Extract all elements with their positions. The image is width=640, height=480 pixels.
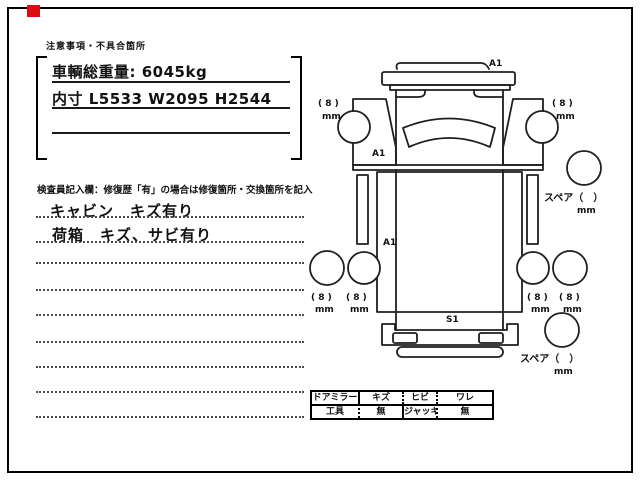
red-stamp (27, 5, 40, 17)
ruled-line (36, 416, 304, 418)
cab-floor (352, 164, 544, 171)
notes-box (36, 56, 302, 160)
spare-bottom-unit: mm (554, 367, 573, 377)
tread-rear-left-inner-unit: mm (350, 305, 369, 315)
ruled-line (36, 391, 304, 393)
inspector-caption: 検査員記入欄：修復歴「有」の場合は修復箇所・交換箇所を記入 (37, 185, 313, 196)
table-cell-door-mirror: ドアミラー (312, 393, 358, 403)
inner-dimensions-field: 内寸 L5533 W2095 H2544 (52, 90, 272, 108)
windshield-band (402, 117, 496, 148)
rear-lamp-right (478, 332, 504, 344)
entry-cargo: 荷箱 キズ、サビ有り (52, 226, 213, 244)
cargo-box-inner-walls (395, 169, 504, 331)
ruled-line (36, 366, 304, 368)
tread-rear-right-inner: ( 8 ) (527, 293, 548, 303)
rear-bumper (396, 346, 504, 358)
front-section-label: A1 (489, 59, 502, 69)
front-leader-line (395, 62, 490, 70)
notes-box-heading: 注意事項・不具合箇所 (46, 42, 147, 52)
seat-outline-right (473, 89, 504, 98)
rear-frame (381, 323, 519, 346)
field-underline (52, 81, 290, 83)
tread-front-right: ( 8 ) (552, 99, 573, 109)
spare-tire-top (566, 150, 602, 186)
wheel-front-right (525, 110, 559, 144)
tread-front-right-unit: mm (556, 112, 575, 122)
cargo-box-outer (376, 171, 523, 313)
cowl-panel (389, 84, 511, 91)
table-cell-scratch: キズ (358, 392, 402, 404)
cab-section-label: A1 (372, 149, 385, 159)
ruled-line (36, 341, 304, 343)
bracket-right (291, 56, 302, 160)
wheel-rear-left-inner (347, 251, 381, 285)
spare-tire-bottom (544, 312, 580, 348)
fender-left (352, 98, 397, 166)
field-underline (52, 132, 290, 134)
tread-front-left-unit: mm (322, 112, 341, 122)
cab-side-walls (395, 89, 504, 166)
ruled-line (36, 241, 304, 243)
side-rail-left (356, 174, 369, 245)
table-cell-break: ワレ (436, 392, 492, 404)
ruled-line (36, 216, 304, 218)
cargo-section-label: A1 (383, 238, 396, 248)
truck-top-view-diagram: A1 A1 A1 S1 ( 8 ) mm ( 8 ) mm ( 8 ) mm (… (309, 59, 603, 377)
tread-front-left: ( 8 ) (318, 99, 339, 109)
ruled-line (36, 289, 304, 291)
table-cell-jack: ジャッキ (402, 404, 436, 418)
spare-top-label: スペア（ ） (544, 191, 603, 204)
fender-right (502, 98, 544, 166)
spare-top-unit: mm (577, 206, 596, 216)
wheel-front-left (337, 110, 371, 144)
condition-table: ドアミラー キズ ヒビ ワレ 工具 無 ジャッキ 無 (310, 390, 494, 420)
side-rail-right (526, 174, 539, 245)
entry-cabin: キャビン キズ有り (50, 202, 195, 220)
tread-rear-right-outer-unit: mm (563, 305, 582, 315)
tread-rear-right-inner-unit: mm (531, 305, 550, 315)
ruled-line (36, 314, 304, 316)
tread-rear-right-outer: ( 8 ) (559, 293, 580, 303)
front-bumper (381, 71, 516, 86)
tread-rear-left-inner: ( 8 ) (346, 293, 367, 303)
wheel-rear-left-outer (309, 250, 345, 286)
seat-outline-left (395, 89, 426, 98)
rear-lamp-left (392, 332, 418, 344)
sheet-border (7, 7, 633, 473)
tread-rear-left-outer-unit: mm (315, 305, 334, 315)
table-cell-jack-none: 無 (436, 404, 492, 418)
spare-bottom-label: スペア（ ） (520, 352, 579, 365)
table-cell-tools: 工具 (312, 404, 358, 418)
wheel-rear-right-outer (552, 250, 588, 286)
floor-section-label: S1 (446, 315, 459, 325)
field-underline (52, 107, 290, 109)
table-cell-tools-none: 無 (358, 404, 402, 418)
ruled-line (36, 262, 304, 264)
bracket-left (36, 56, 47, 160)
gross-weight-field: 車輌総重量: 6045kg (52, 63, 208, 81)
table-cell-crack: ヒビ (402, 392, 436, 404)
tread-rear-left-outer: ( 8 ) (311, 293, 332, 303)
wheel-rear-right-inner (516, 251, 550, 285)
